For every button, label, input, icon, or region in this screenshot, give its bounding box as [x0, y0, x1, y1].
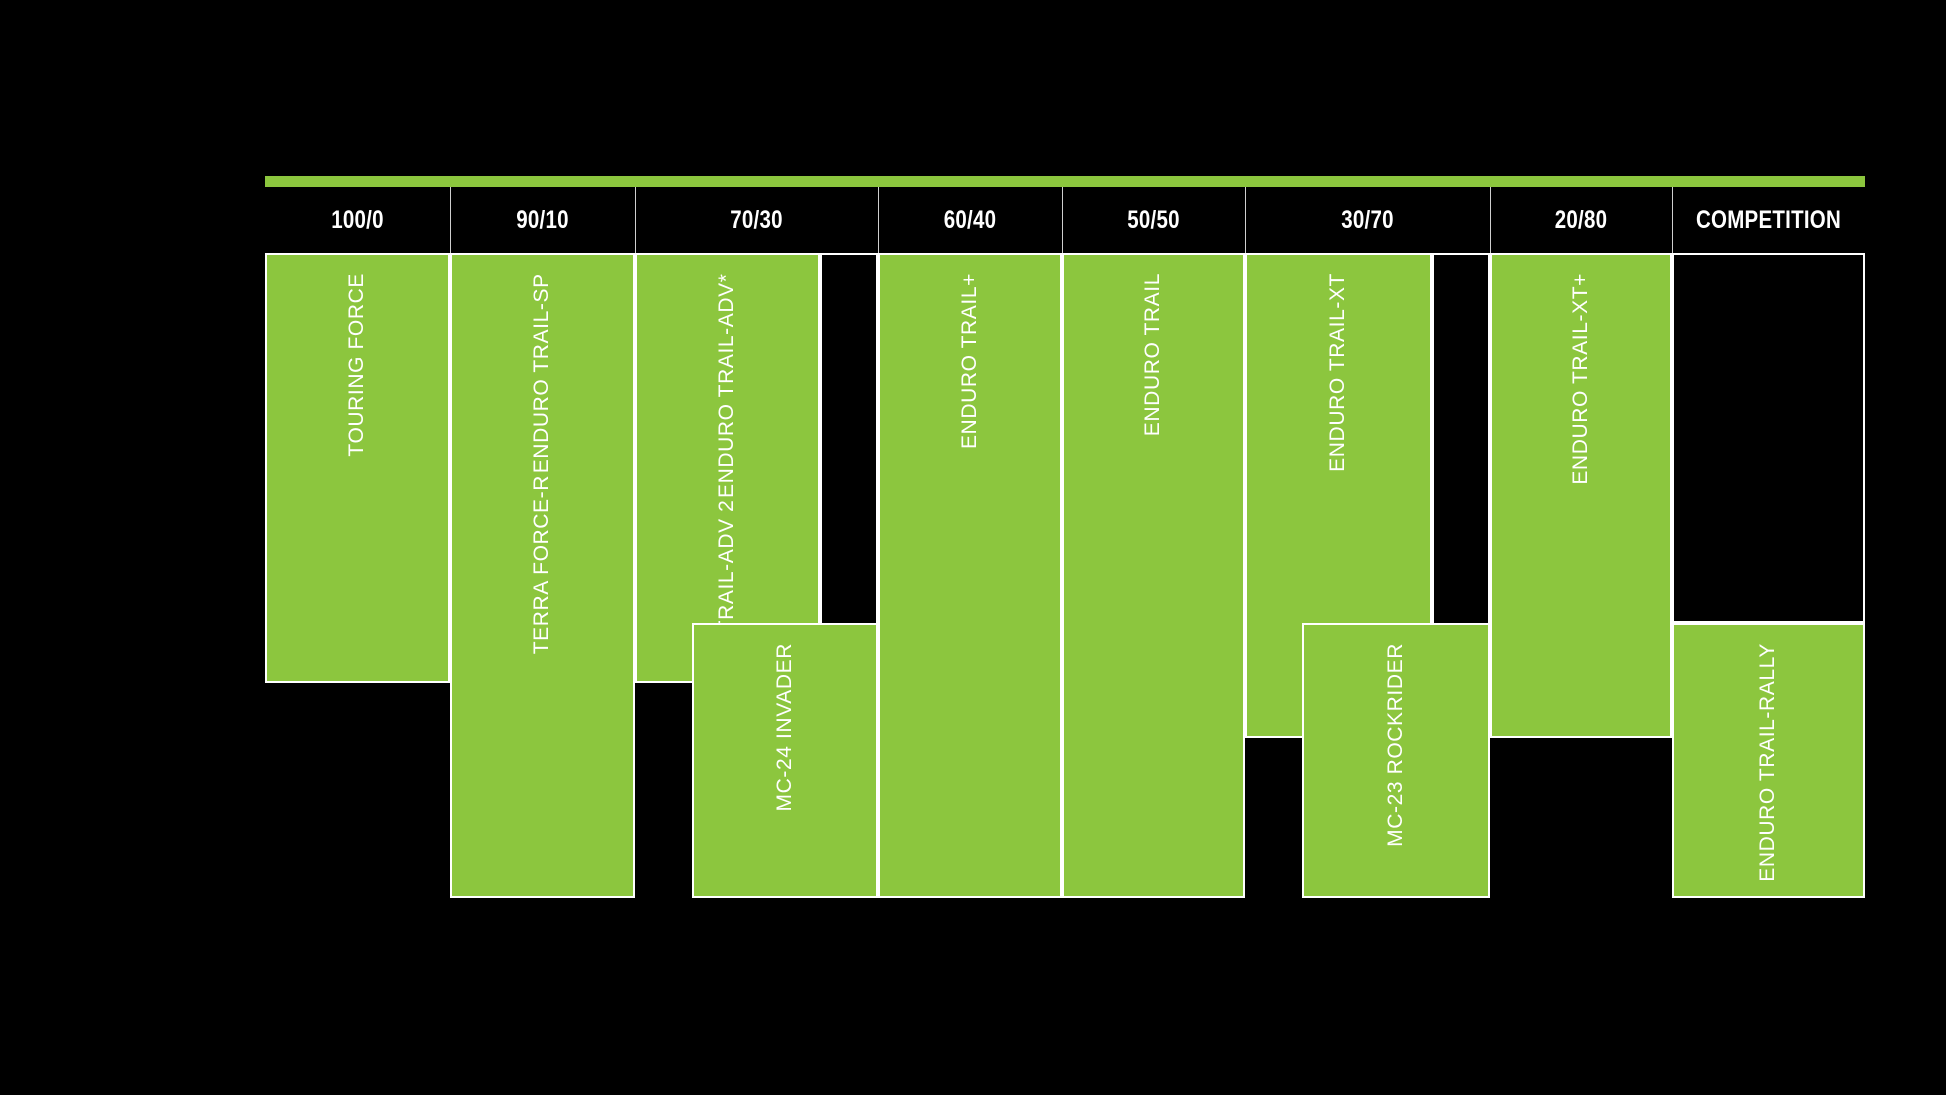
- bar-label-wrap: ENDURO TRAIL: [1064, 255, 1243, 896]
- bar-enduro-trail-plus[interactable]: ENDURO TRAIL+: [878, 253, 1062, 898]
- header-divider: [1062, 187, 1063, 253]
- bar-label-line: ENDURO TRAIL-ADV*: [715, 273, 739, 498]
- bar-label: ENDURO TRAIL-XT: [1323, 273, 1353, 472]
- bar-competition-upper[interactable]: [1672, 253, 1865, 623]
- bar-label: ENDURO TRAIL: [1138, 273, 1168, 436]
- bar-label-line: MC-23 ROCKRIDER: [1383, 643, 1407, 847]
- bar-label-wrap: ENDURO TRAIL-XT+: [1492, 255, 1670, 736]
- bar-enduro-trail-adv-extension[interactable]: [820, 253, 878, 630]
- bar-label: ENDURO TRAIL-RALLY: [1753, 643, 1783, 882]
- bar-label-wrap: TOURING FORCE: [267, 255, 448, 681]
- header-divider: [1245, 187, 1246, 253]
- header-cell-20-80[interactable]: 20/80: [1554, 205, 1608, 234]
- bar-enduro-trail-xt-extension[interactable]: [1432, 253, 1490, 630]
- bar-label: MC-24 INVADER: [770, 643, 800, 811]
- bar-label-wrap: ENDURO TRAIL+: [880, 255, 1060, 896]
- bar-label: TOURING FORCE: [342, 273, 372, 457]
- bar-label-line: TOURING FORCE: [345, 273, 369, 457]
- header-cell-70-30[interactable]: 70/30: [730, 205, 783, 234]
- bar-label: MC-23 ROCKRIDER: [1381, 643, 1411, 847]
- bar-label-wrap: TERRA FORCE-R ENDURO TRAIL-SP: [452, 255, 633, 896]
- bar-label-wrap: ENDURO TRAIL-ADV 2 ENDURO TRAIL-ADV*: [637, 255, 818, 681]
- category-header-row: 100/0 90/10 70/30 60/40 50/50 30/70 20/8…: [265, 187, 1865, 253]
- bar-enduro-trail-rally[interactable]: ENDURO TRAIL-RALLY: [1672, 623, 1865, 898]
- bar-touring-force[interactable]: TOURING FORCE: [265, 253, 450, 683]
- header-cell-50-50[interactable]: 50/50: [1127, 205, 1180, 234]
- bar-label-line: MC-24 INVADER: [772, 643, 796, 812]
- header-cell-90-10[interactable]: 90/10: [516, 205, 569, 234]
- bar-enduro-trail[interactable]: ENDURO TRAIL: [1062, 253, 1245, 898]
- bar-label: ENDURO TRAIL-ADV 2 ENDURO TRAIL-ADV*: [712, 273, 742, 681]
- header-cell-100-0[interactable]: 100/0: [331, 205, 384, 234]
- bar-label-line: ENDURO TRAIL-XT: [1326, 273, 1350, 472]
- header-cell-competition[interactable]: COMPETITION: [1695, 205, 1842, 234]
- bar-label: TERRA FORCE-R ENDURO TRAIL-SP: [527, 273, 557, 654]
- bar-label-line: ENDURO TRAIL: [1141, 273, 1165, 437]
- bar-label-line: ENDURO TRAIL-SP: [530, 273, 554, 473]
- bar-label-line: ENDURO TRAIL-RALLY: [1756, 643, 1780, 882]
- header-divider: [1672, 187, 1673, 253]
- plot-area: TOURING FORCE TERRA FORCE-R ENDURO TRAIL…: [0, 253, 1946, 913]
- header-cell-60-40[interactable]: 60/40: [943, 205, 997, 234]
- bar-label-wrap: MC-24 INVADER: [694, 625, 876, 896]
- bar-label-wrap: ENDURO TRAIL-RALLY: [1674, 625, 1863, 896]
- header-divider: [1490, 187, 1491, 253]
- bar-enduro-trail-adv[interactable]: ENDURO TRAIL-ADV 2 ENDURO TRAIL-ADV*: [635, 253, 820, 683]
- header-cell-30-70[interactable]: 30/70: [1341, 205, 1394, 234]
- bar-mc-24-invader[interactable]: MC-24 INVADER: [692, 623, 878, 898]
- bar-label-line: ENDURO TRAIL+: [957, 273, 981, 450]
- header-divider: [635, 187, 636, 253]
- accent-rule: [265, 176, 1865, 187]
- bar-label: ENDURO TRAIL+: [955, 273, 985, 449]
- header-divider: [878, 187, 879, 253]
- header-divider: [450, 187, 451, 253]
- bar-label-line: TERRA FORCE-R: [530, 474, 554, 655]
- bar-label-wrap: MC-23 ROCKRIDER: [1304, 625, 1488, 896]
- bar-mc-23-rockrider[interactable]: MC-23 ROCKRIDER: [1302, 623, 1490, 898]
- bar-label-line: ENDURO TRAIL-XT+: [1568, 273, 1592, 485]
- bar-terra-force-r-enduro-trail-sp[interactable]: TERRA FORCE-R ENDURO TRAIL-SP: [450, 253, 635, 898]
- bar-enduro-trail-xt-plus[interactable]: ENDURO TRAIL-XT+: [1490, 253, 1672, 738]
- bar-label: ENDURO TRAIL-XT+: [1566, 273, 1596, 485]
